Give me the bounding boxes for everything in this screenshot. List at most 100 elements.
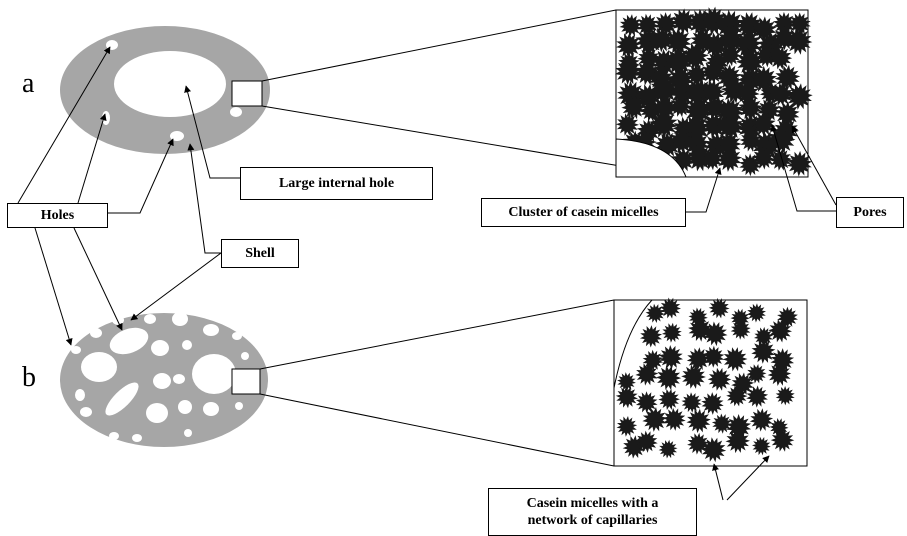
micelle: [645, 303, 665, 323]
magnified-view-a: [614, 6, 813, 178]
micelle: [664, 27, 692, 55]
micelle: [746, 385, 769, 408]
arrow-holes-b-1: [34, 227, 73, 346]
micelle: [669, 94, 692, 118]
magnified-view-b: [613, 297, 808, 467]
micelle: [715, 111, 744, 141]
micelle: [751, 111, 776, 137]
micelle: [688, 317, 713, 342]
micelle: [616, 32, 642, 59]
micelle: [772, 11, 796, 36]
panel-label-a: a: [22, 68, 35, 99]
micelle: [668, 128, 695, 154]
hole-edge-b: [613, 299, 653, 389]
micelle: [658, 388, 680, 410]
micelle: [681, 42, 709, 70]
zoom-connectors-b: [259, 299, 615, 467]
micelle: [715, 97, 745, 127]
zoom-region-b: [231, 368, 261, 395]
label-capillaries-line1: Casein micelles with a: [526, 496, 659, 511]
micelle: [751, 339, 776, 364]
label-cluster-of-casein-micelles: Cluster of casein micelles: [481, 198, 686, 227]
arrow-large-internal-hole: [184, 85, 240, 179]
label-holes: Holes: [7, 203, 108, 228]
micelle: [649, 109, 678, 139]
micelle: [617, 80, 645, 109]
micelle: [640, 325, 663, 348]
micelle: [635, 391, 658, 414]
micelle: [615, 386, 638, 409]
micelle: [636, 13, 659, 37]
micelle: [637, 47, 661, 70]
micelle: [656, 365, 682, 391]
micelle: [642, 407, 668, 432]
micelle: [702, 321, 728, 347]
micelle: [701, 392, 724, 415]
micelle: [788, 12, 811, 36]
micelle: [774, 101, 800, 127]
micelle: [701, 437, 727, 463]
panel-label-b: b: [22, 362, 36, 393]
micelle: [658, 439, 678, 459]
micelle: [615, 113, 639, 136]
micelle: [649, 74, 680, 104]
micelle: [768, 319, 792, 343]
micelle: [726, 414, 752, 440]
arrow-cluster: [686, 167, 722, 213]
micelle: [659, 297, 681, 319]
micelle: [770, 428, 795, 452]
micelle: [752, 436, 771, 456]
micelle: [731, 372, 755, 396]
particle-a: [60, 26, 270, 154]
micelle-network-b: [615, 297, 798, 463]
micelle: [786, 83, 813, 110]
arrow-capillaries-1: [712, 463, 724, 501]
arrow-pores-2: [791, 125, 837, 206]
micelle: [702, 345, 725, 368]
micelle: [733, 30, 763, 59]
micelle: [652, 95, 678, 121]
micelle: [681, 364, 706, 389]
micelle: [617, 372, 636, 392]
micelle: [711, 413, 733, 434]
label-capillaries: Casein micelles with a network of capill…: [488, 488, 697, 536]
micelle: [769, 418, 789, 437]
micelle: [720, 76, 748, 104]
micelle: [661, 322, 682, 343]
micelle: [649, 26, 675, 53]
micelle: [685, 63, 709, 86]
arrow-holes-a-3: [108, 138, 174, 214]
micelle: [735, 81, 760, 106]
micelle: [746, 303, 766, 323]
arrow-pores: [770, 124, 836, 212]
micelle: [700, 60, 725, 84]
micelle: [786, 150, 813, 177]
micelle: [708, 297, 730, 319]
arrow-shell-b: [130, 252, 222, 321]
micelle: [705, 50, 730, 74]
micelle: [635, 430, 658, 453]
micelle: [769, 148, 793, 171]
arrow-holes-b-2: [73, 227, 123, 331]
micelle: [769, 82, 794, 107]
micelle: [775, 386, 795, 406]
arrow-shell-a: [187, 143, 221, 254]
micelle: [688, 307, 708, 327]
annotation-arrows: [17, 46, 837, 501]
micelle: [621, 95, 647, 120]
micelle: [749, 408, 774, 432]
micelle: [739, 129, 763, 152]
micelle: [774, 64, 801, 91]
label-shell: Shell: [221, 239, 299, 268]
micelle: [619, 14, 643, 37]
micelle: [635, 362, 659, 386]
micelle: [754, 326, 774, 347]
micelle: [670, 8, 697, 35]
micelle: [634, 83, 662, 111]
micelle: [784, 27, 813, 55]
label-pores: Pores: [836, 197, 904, 228]
micelle: [684, 96, 714, 125]
internal-hole-corner-a: [615, 138, 687, 178]
arrow-holes-a-1: [17, 46, 111, 204]
arrow-holes-a-2: [77, 113, 107, 204]
